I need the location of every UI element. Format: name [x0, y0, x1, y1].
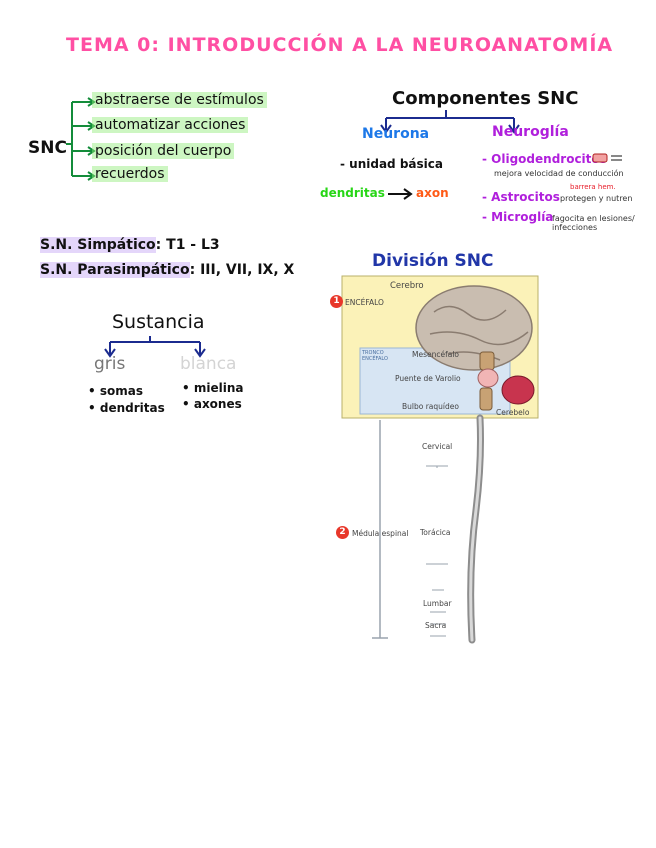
- sacra-label: Sacra: [425, 621, 446, 630]
- blanca-item: • mielina: [182, 381, 243, 395]
- snc-item: abstraerse de estímulos: [92, 92, 267, 108]
- gris-item: • dendritas: [88, 401, 165, 415]
- dendritas-label: dendritas: [320, 186, 385, 200]
- cerebro-label: Cerebro: [390, 281, 424, 291]
- axon-label: axon: [416, 186, 449, 200]
- gris-label: gris: [94, 354, 125, 374]
- mesencefalo-shape: [480, 352, 494, 370]
- componentes-title: Componentes SNC: [392, 88, 578, 109]
- badge-encefalo: 1: [330, 295, 343, 308]
- astrocitos-label: - Astrocitos: [482, 190, 560, 204]
- bulbo-label: Bulbo raquídeo: [402, 402, 459, 411]
- blanca-item: • axones: [182, 397, 242, 411]
- division-title: División SNC: [372, 251, 493, 271]
- microglia-note: fagocita en lesiones/ infecciones: [552, 214, 656, 232]
- puente-label: Puente de Varolio: [395, 374, 461, 383]
- bulbo-shape: [480, 388, 492, 410]
- snc-item: automatizar acciones: [92, 117, 248, 133]
- cervical-label: Cervical: [422, 442, 452, 451]
- gris-item: • somas: [88, 384, 143, 398]
- blanca-label: blanca: [180, 354, 236, 374]
- parasimpatico-row: S.N. Parasimpático: III, VII, IX, X: [40, 262, 294, 278]
- cerebelo-shape: [502, 376, 534, 404]
- simpatico-row: S.N. Simpático: T1 - L3: [40, 237, 220, 253]
- mesencefalo-label: Mesencéfalo: [412, 350, 459, 359]
- snc-item: recuerdos: [92, 166, 168, 182]
- myelin-sketch-icon: [592, 152, 628, 164]
- medula-label: Médula espinal: [352, 529, 408, 538]
- neurona-label: Neurona: [362, 126, 429, 142]
- oligodendrocitos-label: - Oligodendrocitos: [482, 152, 607, 166]
- parasimpatico-value: : III, VII, IX, X: [190, 262, 295, 278]
- unidad-basica-text: - unidad básica: [340, 157, 443, 171]
- cerebelo-label: Cerebelo: [496, 408, 529, 417]
- oligodendrocitos-note: mejora velocidad de conducción: [494, 169, 624, 178]
- simpatico-label: S.N. Simpático: [40, 237, 156, 253]
- neuroglia-label: Neuroglía: [492, 124, 569, 140]
- page-title: TEMA 0: INTRODUCCIÓN A LA NEUROANATOMÍA: [66, 34, 613, 56]
- simpatico-value: : T1 - L3: [156, 237, 220, 253]
- arrow-right-icon: [386, 188, 414, 200]
- lumbar-label: Lumbar: [423, 599, 452, 608]
- microglia-label: - Microglía: [482, 210, 553, 224]
- snc-branch-arrows: [62, 96, 96, 182]
- sustancia-title: Sustancia: [112, 311, 205, 333]
- astrocitos-note: protegen y nutren: [560, 194, 632, 203]
- toracica-label: Torácica: [420, 528, 451, 537]
- astrocitos-small-note: barrera hem.: [570, 183, 616, 191]
- snc-item: posición del cuerpo: [92, 143, 234, 159]
- puente-shape: [478, 369, 498, 387]
- parasimpatico-label: S.N. Parasimpático: [40, 262, 190, 278]
- tronco-label: TRONCO ENCÉFALO: [362, 350, 392, 362]
- badge-medula: 2: [336, 526, 349, 539]
- cns-division-figure: [330, 270, 542, 646]
- encefalo-label: ENCÉFALO: [345, 298, 384, 307]
